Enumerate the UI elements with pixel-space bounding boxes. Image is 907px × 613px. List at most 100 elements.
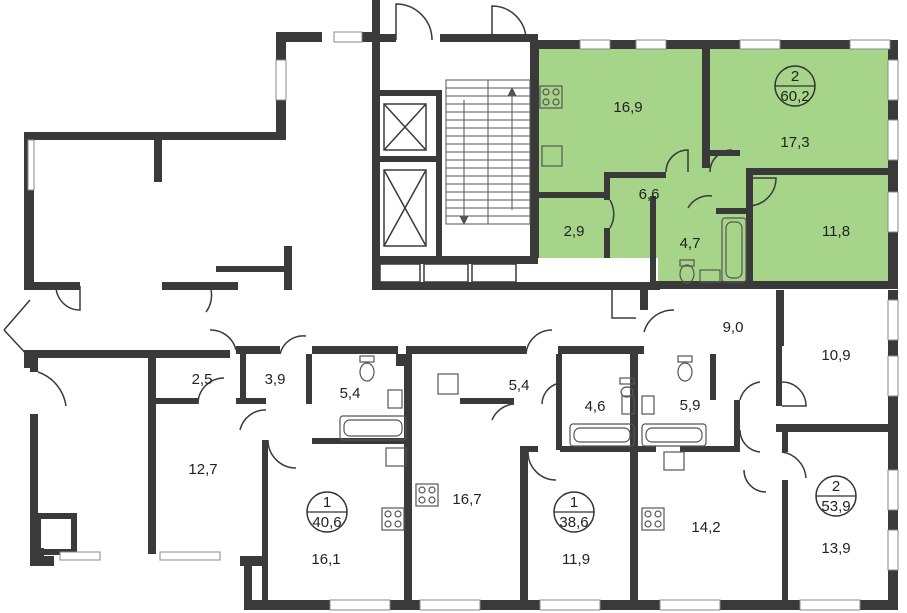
room-area: 11,9 <box>562 551 590 568</box>
door-icon <box>3 329 31 359</box>
door-icon <box>665 149 689 173</box>
room-area: 16,1 <box>311 551 340 568</box>
door-icon <box>609 199 615 229</box>
room-area: 4,7 <box>680 235 701 252</box>
window-icon <box>27 139 35 191</box>
window-icon <box>849 39 891 50</box>
door-icon <box>491 5 527 41</box>
apartment-rooms-count: 2 <box>832 478 840 495</box>
window-icon <box>419 599 481 611</box>
door-icon <box>527 451 557 481</box>
door-icon <box>209 329 237 351</box>
stairs-icon <box>445 79 531 226</box>
stove-icon <box>381 507 405 531</box>
room-area: 5,4 <box>509 377 530 394</box>
room-area: 14,2 <box>691 519 720 536</box>
window-icon <box>635 39 667 50</box>
door-icon <box>781 381 807 407</box>
door-icon <box>162 285 213 313</box>
window-icon <box>659 599 721 611</box>
window-icon <box>887 355 899 397</box>
windows <box>27 31 899 611</box>
toilet-icon <box>677 355 693 382</box>
sink-icon <box>437 373 459 395</box>
door-icon <box>55 285 81 311</box>
window-icon <box>159 551 221 561</box>
sink-icon <box>641 395 655 415</box>
door-icon <box>3 299 31 331</box>
door-icon <box>643 309 675 333</box>
window-icon <box>739 39 781 50</box>
room-area: 13,9 <box>821 540 850 557</box>
sinks <box>385 145 721 471</box>
sink-icon <box>541 145 563 167</box>
apartment-total-area: 60,2 <box>780 88 809 105</box>
bathtub-icon <box>641 423 707 447</box>
room-area: 2,9 <box>564 223 585 240</box>
stove-icon <box>539 85 563 109</box>
room-area: 9,0 <box>723 319 744 336</box>
doors <box>3 3 807 493</box>
door-icon <box>747 177 777 207</box>
door-icon <box>611 290 636 319</box>
stove-icon <box>415 483 439 507</box>
door-icon <box>687 195 713 209</box>
room-area: 16,7 <box>452 491 481 508</box>
window-icon <box>329 599 391 611</box>
sink-icon <box>699 269 721 283</box>
window-icon <box>799 599 861 611</box>
door-icon <box>37 371 67 407</box>
room-area: 6,6 <box>639 186 660 203</box>
stove-icon <box>641 507 665 531</box>
door-icon <box>739 429 761 453</box>
elevators <box>379 103 517 283</box>
door-icon <box>267 439 297 469</box>
room-area: 12,7 <box>188 461 217 478</box>
apartment-badge: 1 40,6 <box>306 491 348 533</box>
toilets <box>359 259 695 398</box>
highlighted-apartment-fill[interactable] <box>538 48 890 282</box>
apartment-rooms-count: 1 <box>570 494 578 511</box>
toilet-icon <box>619 377 635 398</box>
room-area: 5,4 <box>340 385 361 402</box>
bathtubs <box>339 217 747 447</box>
window-icon <box>887 529 899 571</box>
door-icon <box>743 469 767 493</box>
door-icon <box>781 451 807 479</box>
room-area-labels: 16,9 17,3 6,6 2,9 4,7 11,8 9,0 10,9 2,5 … <box>188 99 850 568</box>
apartment-total-area: 38,6 <box>559 514 588 531</box>
room-area: 2,5 <box>192 371 213 388</box>
stoves <box>381 85 665 531</box>
door-icon <box>197 377 225 405</box>
door-icon <box>279 335 307 355</box>
window-icon <box>887 299 899 341</box>
apartment-rooms-count: 2 <box>791 68 799 85</box>
door-icon <box>541 383 557 405</box>
window-icon <box>887 191 899 233</box>
toilet-icon <box>359 355 375 382</box>
door-icon <box>395 3 433 41</box>
door-icon <box>491 403 515 421</box>
apartment-badge: 2 53,9 <box>815 475 857 517</box>
window-icon <box>539 599 601 611</box>
bathtub-icon <box>339 415 407 441</box>
room-area: 16,9 <box>613 99 642 116</box>
sink-icon <box>621 395 635 415</box>
sink-icon <box>385 447 407 467</box>
room-area: 4,6 <box>585 398 606 415</box>
room-area: 17,3 <box>780 134 809 151</box>
window-icon <box>275 59 287 101</box>
toilet-icon <box>679 259 695 284</box>
sink-icon <box>387 389 403 409</box>
door-icon <box>525 329 553 355</box>
highlighted-apartment[interactable] <box>538 48 890 282</box>
apartment-rooms-count: 1 <box>323 494 331 511</box>
window-icon <box>887 59 899 101</box>
door-icon <box>239 409 267 431</box>
window-icon <box>887 119 899 161</box>
elevator-icon <box>383 169 427 247</box>
door-icon <box>709 149 733 173</box>
window-icon <box>59 551 101 561</box>
window-icon <box>579 39 611 50</box>
